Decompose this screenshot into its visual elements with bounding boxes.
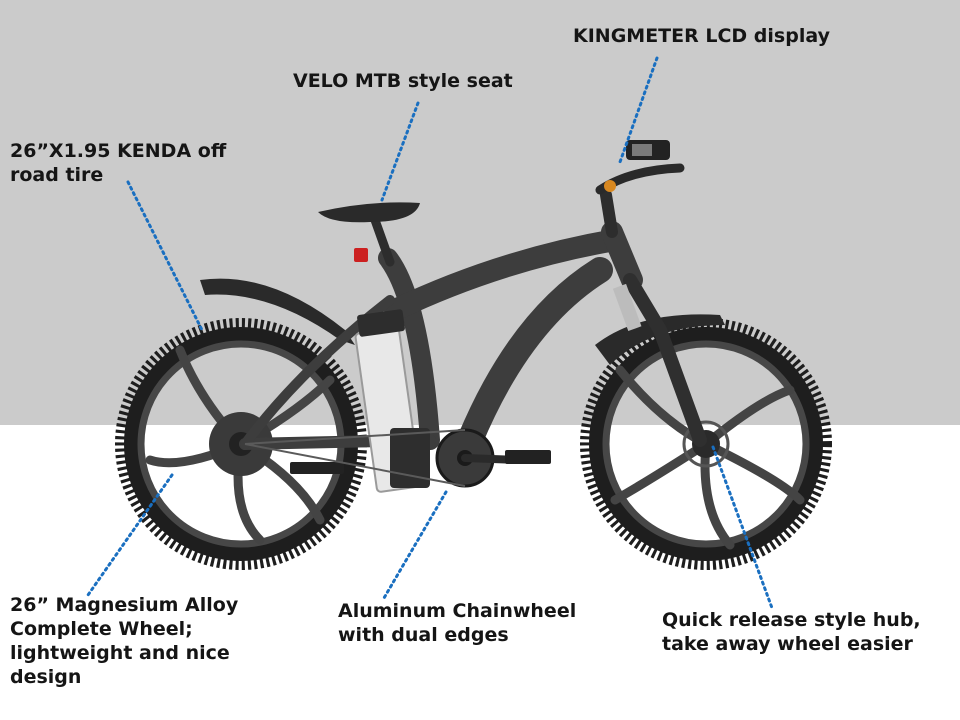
rear-fender [200,278,355,345]
callout-line: KINGMETER LCD display [573,25,830,47]
lcd-screen [632,144,652,156]
seat-post [370,215,395,267]
hub-leader-line [711,445,774,610]
display-callout-label: KINGMETER LCD display [573,24,830,48]
throttle-ring [604,180,616,192]
callout-line: Aluminum Chainwheel [338,600,577,622]
chain [244,429,466,487]
display-leader-line [618,56,659,164]
saddle [318,202,420,223]
chainwheel-callout-label: Aluminum Chainwheel with dual edges [338,599,576,647]
front-wheel [580,318,832,570]
disc-brake-rotor [682,420,730,468]
wheel-leader-line [86,473,174,597]
front-tire-body [589,327,823,561]
suspension-fork [612,273,707,447]
tire-leader-line [126,180,204,332]
down-tube [457,257,613,453]
top-tube [384,229,626,321]
tire-callout-label: 26”X1.95 KENDA off road tire [10,139,226,187]
tail-light [354,248,368,262]
callout-line: VELO MTB style seat [293,70,513,92]
rear-pedal [290,462,344,474]
grey-backdrop [0,0,960,425]
callout-line: take away wheel easier [662,633,913,655]
head-tube [601,221,643,291]
callout-line: 26” Magnesium Alloy [10,594,239,616]
seat-tube [378,248,440,450]
callout-line: with dual edges [338,624,509,646]
chainwheel-leader-line [382,490,448,600]
hub-callout-label: Quick release style hub, take away wheel… [662,608,921,656]
callout-line: Complete Wheel; [10,618,193,640]
wheel-callout-label: 26” Magnesium Alloy Complete Wheel; ligh… [10,593,238,689]
seat-leader-line [380,101,420,202]
front-rim [602,340,810,548]
bike-frame [239,221,643,453]
pedal [505,450,551,464]
seat-callout-label: VELO MTB style seat [293,69,513,93]
callout-line: design [10,666,82,688]
callout-line: Quick release style hub, [662,609,921,631]
callout-line: lightweight and nice [10,642,230,664]
callout-line: road tire [10,164,104,186]
stem [600,189,618,238]
callout-line: 26”X1.95 KENDA off [10,140,227,162]
